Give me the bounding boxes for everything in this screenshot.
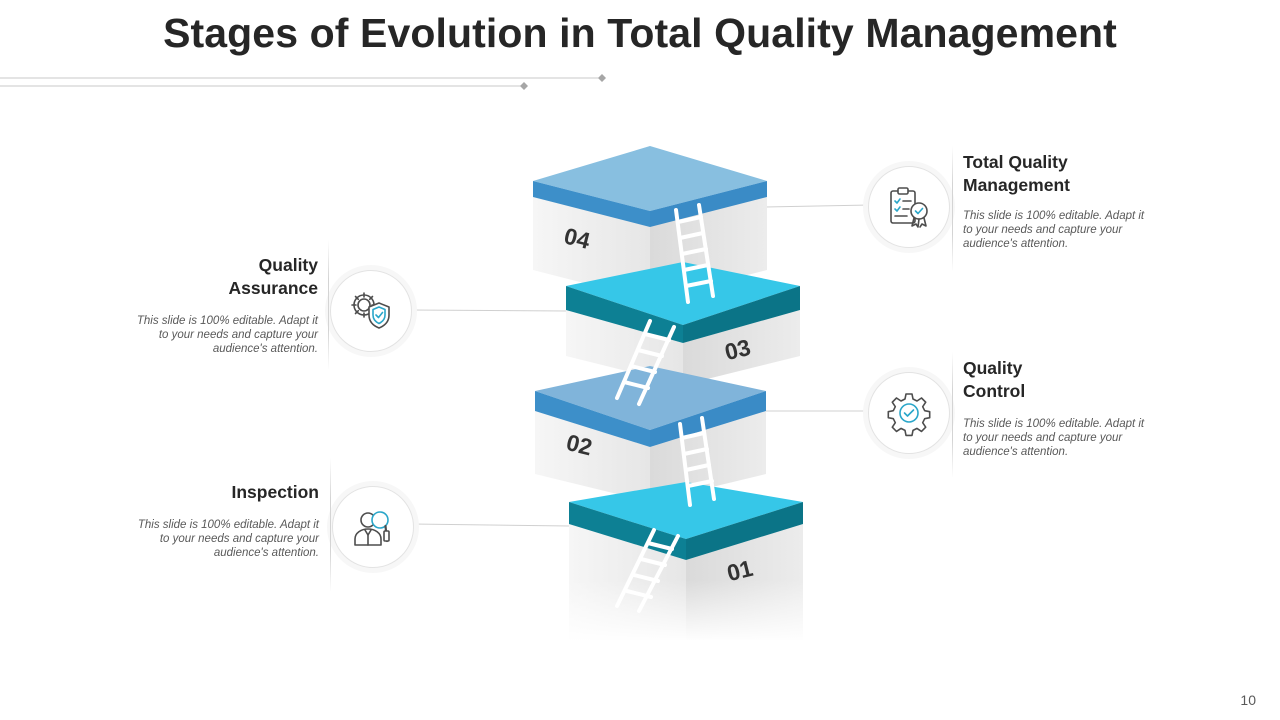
gear-shield-icon: [351, 292, 390, 329]
ladder-01: [615, 528, 680, 613]
divider-inspection: [330, 458, 331, 592]
stage-info-quality-assurance: Quality Assurance This slide is 100% edi…: [88, 254, 318, 356]
divider-quality-assurance: [328, 240, 329, 370]
icon-circle-inspection: [332, 486, 414, 568]
stage-03-top-face: [566, 262, 800, 325]
stage-number-01: 01: [724, 555, 755, 586]
stage-block-01: [560, 482, 810, 642]
icon-circle-total-quality-management: [868, 166, 950, 248]
stage-04-top-face: [533, 146, 767, 211]
stage-description: This slide is 100% editable. Adapt it to…: [963, 210, 1145, 250]
gear-check-icon: [887, 393, 931, 437]
ladder-03: [615, 319, 676, 406]
stage-info-inspection: Inspection This slide is 100% editable. …: [89, 481, 319, 560]
icon-circle-quality-control: [868, 372, 950, 454]
ladder-02: [678, 416, 716, 507]
stage-block-04: [533, 146, 767, 300]
divider-total-quality-management: [952, 146, 953, 272]
title-underline-decoration: [0, 74, 606, 90]
stage-title: Quality Control: [963, 358, 1026, 401]
connector-line-quality-assurance: [409, 309, 569, 312]
connector-line-inspection: [411, 523, 571, 527]
stage-title: Total Quality Management: [963, 152, 1070, 195]
stage-info-quality-control: Quality Control This slide is 100% edita…: [963, 357, 1193, 459]
divider-quality-control: [952, 352, 953, 478]
stage-title: Quality Assurance: [228, 255, 319, 298]
stage-number-02: 02: [564, 429, 595, 460]
stage-info-total-quality-management: Total Quality Management This slide is 1…: [963, 151, 1193, 251]
stage-01-top-face: [569, 482, 803, 539]
stage-title: Inspection: [231, 482, 319, 502]
stage-02-top-face: [535, 366, 766, 430]
inspection-magnifier-icon: [354, 511, 390, 546]
page-number: 10: [1240, 692, 1256, 708]
icon-circle-quality-assurance: [330, 270, 412, 352]
stage-description: This slide is 100% editable. Adapt it to…: [136, 315, 318, 355]
page-title: Stages of Evolution in Total Quality Man…: [163, 10, 1117, 56]
connector-line-total-quality-management: [764, 204, 871, 208]
stage-number-03: 03: [722, 334, 753, 365]
stage-description: This slide is 100% editable. Adapt it to…: [137, 519, 319, 559]
stage-description: This slide is 100% editable. Adapt it to…: [963, 418, 1145, 458]
stage-number-04: 04: [562, 223, 593, 254]
ladder-04: [674, 203, 715, 304]
clipboard-certificate-icon: [890, 187, 928, 228]
stage-block-03: [566, 262, 800, 385]
